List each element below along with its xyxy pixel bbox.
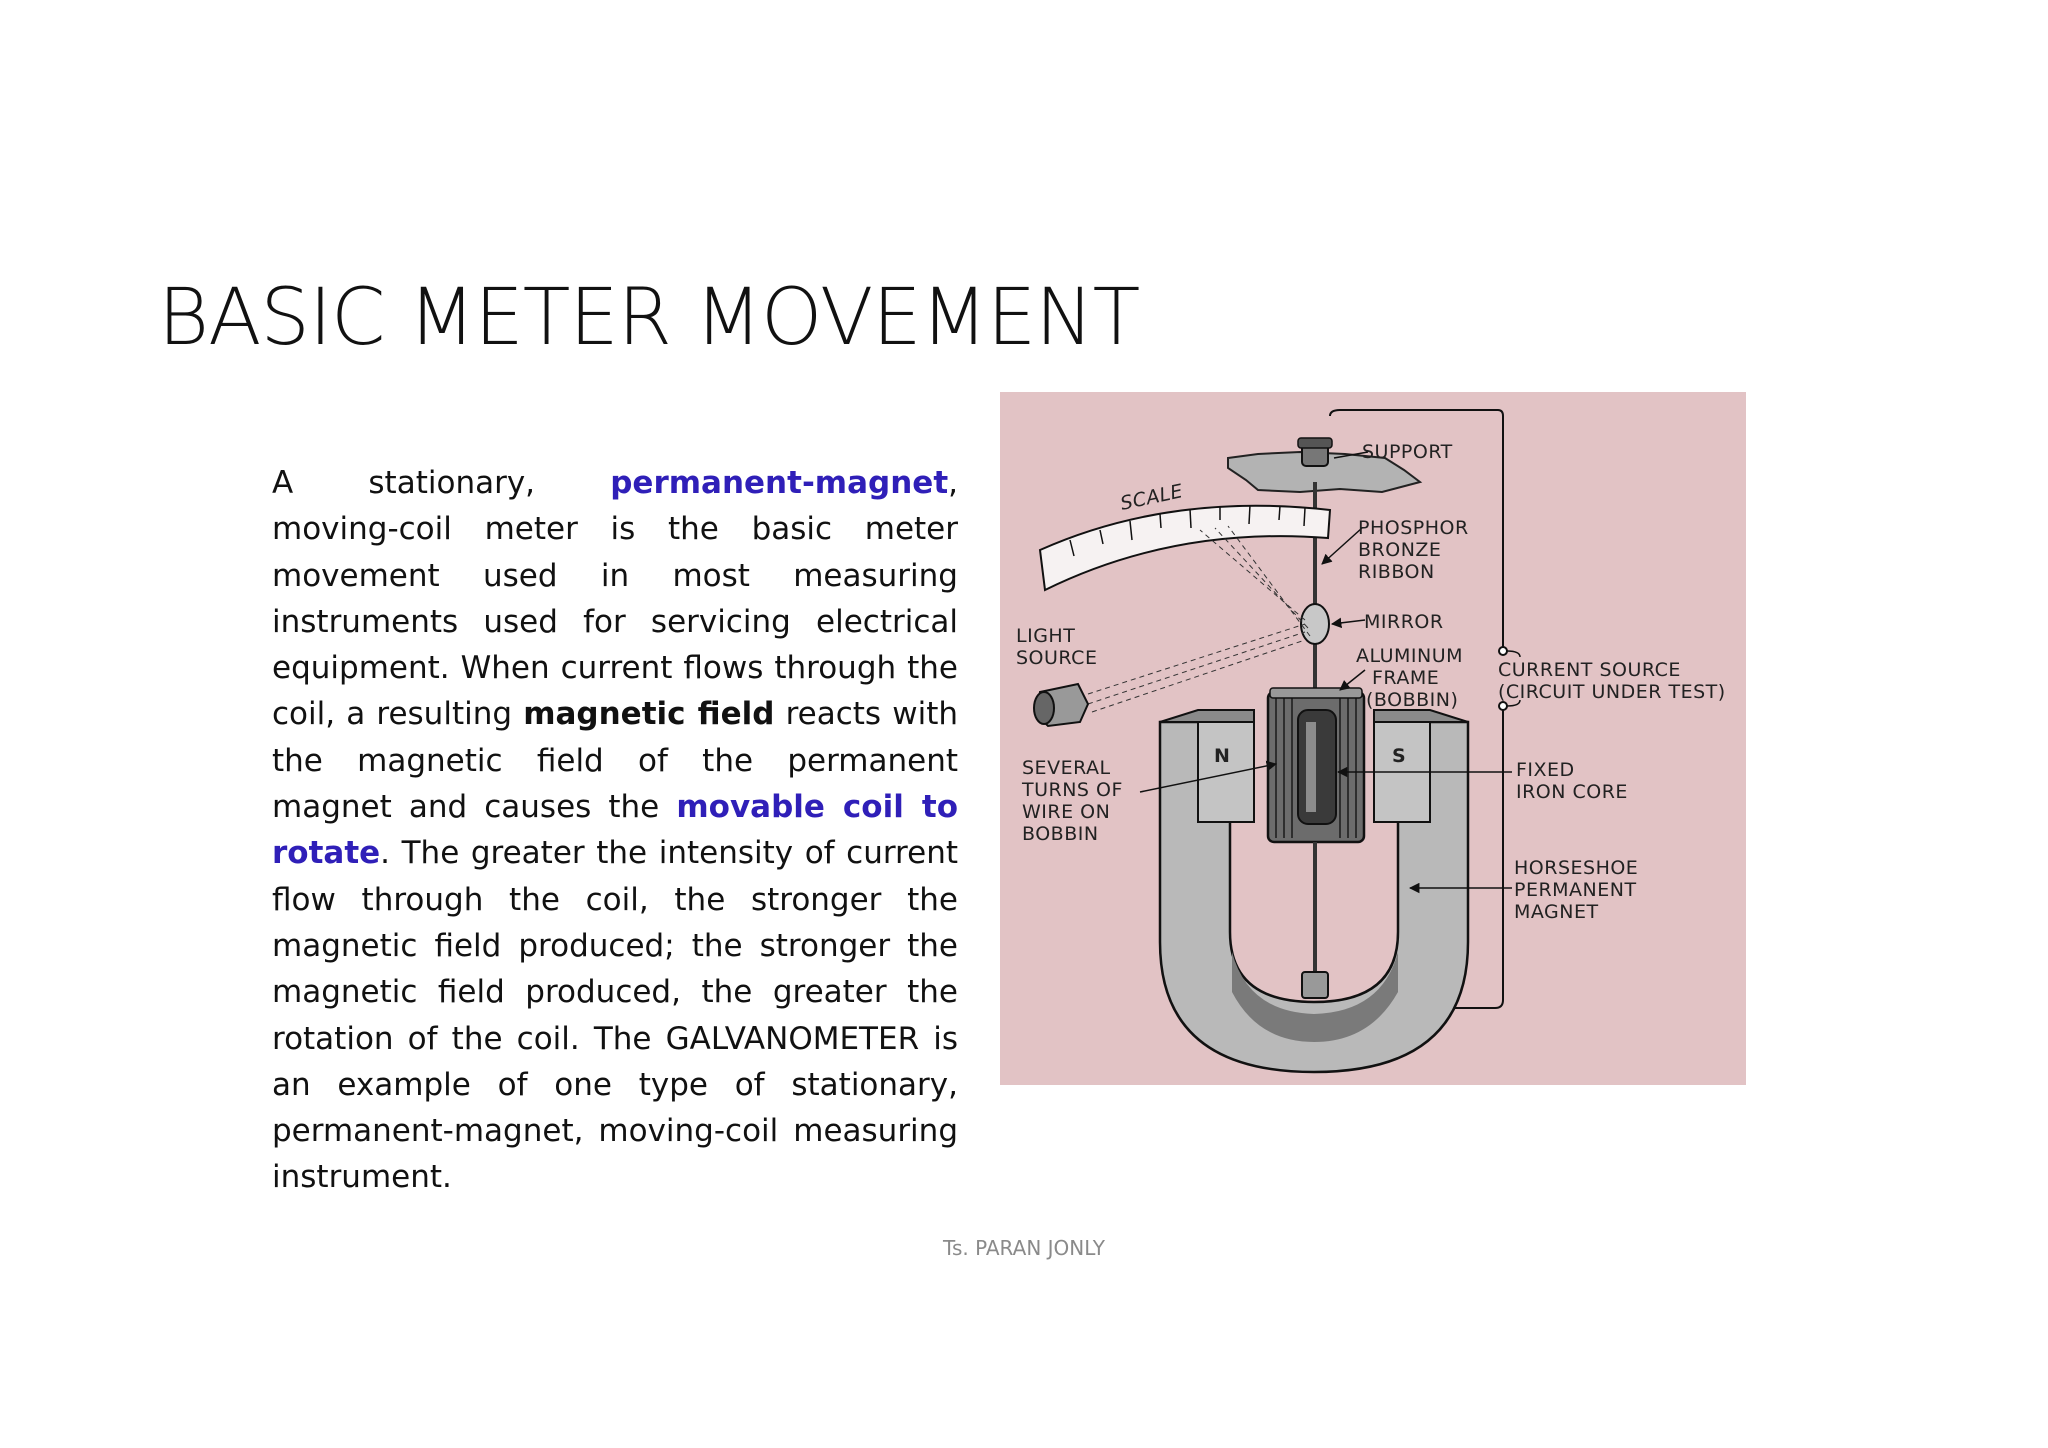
mirror [1300, 603, 1330, 645]
highlight-magnetic-field: magnetic field [523, 696, 775, 733]
label-support: SUPPORT [1362, 441, 1453, 463]
label-horseshoe-3: MAGNET [1514, 901, 1599, 923]
label-fixed-2: IRON CORE [1516, 781, 1628, 803]
body-text-1: A stationary, [272, 465, 611, 501]
circuit-wire [1329, 409, 1504, 649]
slide-footer: Ts. PARAN JONLY [943, 1236, 1105, 1260]
label-aluminum-2: FRAME [1372, 667, 1439, 689]
label-current-1: CURRENT SOURCE [1498, 659, 1681, 681]
label-aluminum-3: (BOBBIN) [1366, 689, 1458, 711]
terminal-top [1498, 646, 1508, 656]
label-phosphor-2: BRONZE [1358, 539, 1441, 561]
label-several-2: TURNS OF [1021, 779, 1123, 801]
label-north: N [1214, 745, 1230, 767]
label-horseshoe-1: HORSESHOE [1514, 857, 1638, 879]
label-several-3: WIRE ON [1022, 801, 1110, 823]
body-text-3: reacts with the magnetic field of the pe… [272, 696, 958, 826]
lower-pivot [1301, 971, 1329, 999]
highlight-movable-coil: movable coil to rotate [272, 789, 958, 872]
diagram-drawing: SUPPORT SCALE PHOSPHOR BRONZE RIBBON MIR… [1016, 409, 1726, 1074]
label-south: S [1392, 745, 1406, 767]
body-text-2: , moving-coil meter is the basic meter m… [272, 465, 958, 733]
label-phosphor-1: PHOSPHOR [1358, 517, 1469, 539]
label-current-2: (CIRCUIT UNDER TEST) [1498, 681, 1726, 703]
terminal-bottom [1498, 701, 1508, 711]
scale [1038, 504, 1332, 592]
slide-title: BASIC METER MOVEMENT [158, 273, 1140, 363]
label-light-2: SOURCE [1016, 647, 1097, 669]
north-pole [1197, 721, 1255, 823]
label-scale: SCALE [1118, 480, 1185, 515]
label-several-1: SEVERAL [1022, 757, 1111, 779]
meter-movement-diagram: SUPPORT SCALE PHOSPHOR BRONZE RIBBON MIR… [1000, 392, 1746, 1085]
label-horseshoe-2: PERMANENT [1514, 879, 1637, 901]
label-fixed-1: FIXED [1516, 759, 1575, 781]
body-paragraph: A stationary, permanent-magnet, moving-c… [272, 460, 958, 1201]
iron-core [1297, 709, 1337, 825]
label-aluminum-1: ALUMINUM [1356, 645, 1463, 667]
highlight-permanent-magnet: permanent-magnet [610, 465, 949, 501]
label-phosphor-3: RIBBON [1358, 561, 1435, 583]
body-text-4: . The greater the intensity of current f… [272, 835, 958, 1196]
label-light-1: LIGHT [1016, 625, 1075, 647]
label-several-4: BOBBIN [1022, 823, 1099, 845]
circuit-wire-bottom [1335, 708, 1504, 1009]
label-mirror: MIRROR [1364, 611, 1444, 633]
